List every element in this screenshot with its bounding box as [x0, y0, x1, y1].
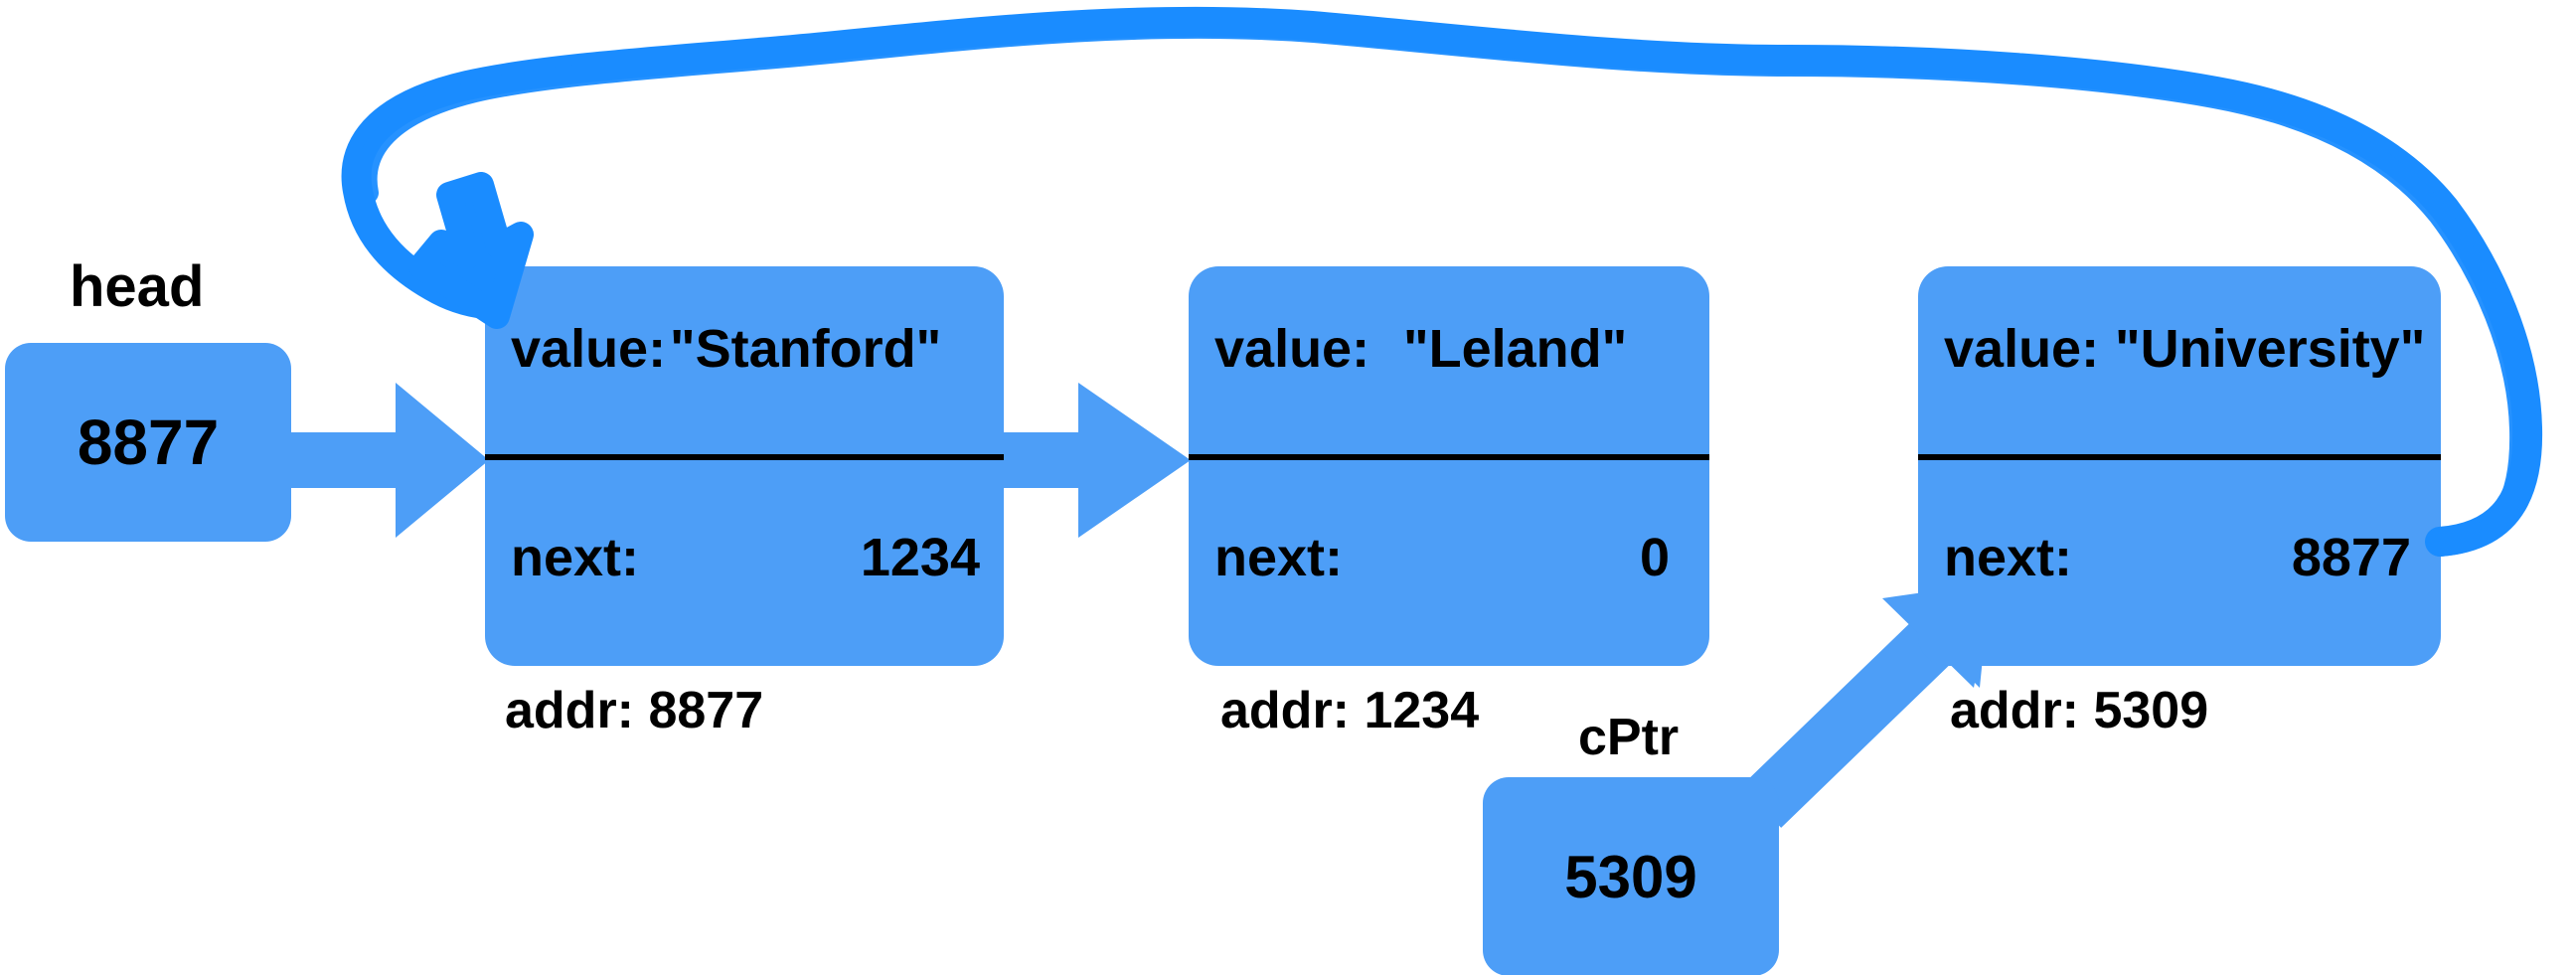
head-to-node1-arrow [291, 383, 489, 538]
node-university-value-row: value: "University" [1918, 294, 2441, 404]
node-university-next-row: next: 8877 [1918, 503, 2441, 612]
node-leland-value-key: value: [1214, 319, 1370, 379]
node-stanford-value-row: value: "Stanford" [485, 294, 1004, 404]
node-university-next: 8877 [2291, 528, 2411, 587]
node-leland-next: 0 [1639, 528, 1670, 587]
node-leland[interactable]: value: "Leland" next: 0 [1189, 266, 1709, 666]
node-leland-value-row: value: "Leland" [1189, 294, 1709, 404]
node-leland-addr-label: addr: 1234 [1220, 682, 1480, 739]
node-stanford-value: "Stanford" [670, 319, 942, 379]
head-pointer-box[interactable]: 8877 [5, 343, 291, 542]
cptr-pointer-label: cPtr [1578, 709, 1680, 766]
node-university-value-key: value: [1944, 319, 2100, 379]
head-pointer-label: head [70, 254, 205, 319]
node-university-value: "University" [2115, 319, 2426, 379]
node-stanford-addr-label: addr: 8877 [505, 682, 764, 739]
cptr-pointer-value: 5309 [1564, 843, 1697, 910]
node-leland-divider [1189, 454, 1709, 460]
node-university[interactable]: value: "University" next: 8877 [1918, 266, 2441, 666]
head-pointer-value: 8877 [77, 406, 220, 478]
node-leland-next-row: next: 0 [1189, 503, 1709, 612]
node-stanford-next-row: next: 1234 [485, 503, 1004, 612]
node-stanford[interactable]: value: "Stanford" next: 1234 [485, 266, 1004, 666]
node-university-addr-label: addr: 5309 [1950, 682, 2209, 739]
node-university-divider [1918, 454, 2441, 460]
node-university-next-key: next: [1944, 528, 2073, 587]
cptr-pointer-box[interactable]: 5309 [1483, 777, 1779, 975]
node-leland-value: "Leland" [1403, 319, 1628, 379]
node-stanford-next-key: next: [511, 528, 640, 587]
node-leland-next-key: next: [1214, 528, 1344, 587]
node-stanford-divider [485, 454, 1004, 460]
node-stanford-value-key: value: [511, 319, 667, 379]
node-stanford-next: 1234 [860, 528, 980, 587]
node1-to-node2-arrow [1004, 383, 1191, 538]
